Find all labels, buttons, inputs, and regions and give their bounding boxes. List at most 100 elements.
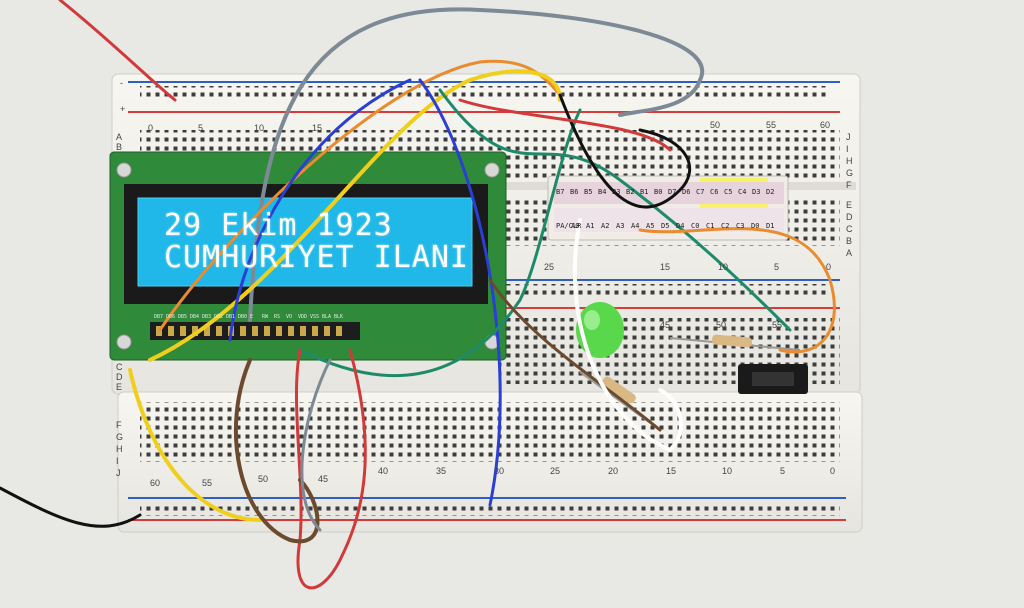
row-letter-left-f: F	[116, 420, 122, 430]
io-label-top: C7	[696, 188, 705, 196]
row-letter-right-f: F	[846, 180, 852, 190]
rail-minus-label: -	[120, 78, 123, 88]
row-letter-right-b: B	[846, 236, 853, 246]
io-label-bottom: C1	[706, 222, 715, 230]
io-label-bottom: PA/CLR	[556, 222, 582, 230]
col-number-mid-0: 25	[544, 262, 555, 272]
row-letter-right-h: H	[846, 156, 853, 166]
io-label-bottom: D5	[661, 222, 670, 230]
io-label-top: B6	[570, 188, 579, 196]
io-label-top: D3	[752, 188, 761, 196]
io-label-top: D7	[668, 188, 677, 196]
jumper-wires	[0, 0, 836, 590]
io-label-top: D6	[682, 188, 691, 196]
row-letter-left-d: D	[116, 372, 123, 382]
col-number-mid-2: 10	[718, 262, 729, 272]
col-number-bottom-8: 20	[608, 466, 619, 476]
io-label-bottom: A4	[631, 222, 640, 230]
lcd-pin-label: DB4	[190, 314, 200, 320]
col-number-top-5: 55	[766, 120, 777, 130]
row-letter-right-d: D	[846, 212, 853, 222]
lcd-pin-label: VSS	[310, 314, 320, 320]
lcd-pin-label: BLK	[334, 314, 344, 320]
col-number-bottom-10: 10	[722, 466, 733, 476]
lcd-pin-label: DB5	[178, 314, 188, 320]
lcd-pin-label: DB7	[154, 314, 164, 320]
io-label-bottom: C3	[736, 222, 745, 230]
col-number-bottom-11: 5	[780, 466, 786, 476]
rail-plus-label: +	[120, 104, 126, 114]
row-letter-right-g: G	[846, 168, 854, 178]
col-number-bottom-7: 25	[550, 466, 561, 476]
io-label-bottom: D1	[766, 222, 775, 230]
lcd-pin-label: DB6	[166, 314, 176, 320]
row-letter-right-c: C	[846, 224, 853, 234]
row-letter-right-e: E	[846, 200, 853, 210]
lcd-pin-label: VDD	[298, 314, 308, 320]
io-label-top: B2	[626, 188, 635, 196]
col-number-top-2: 10	[254, 123, 265, 133]
col-number-top-1: 5	[198, 123, 204, 133]
green-led	[576, 302, 624, 358]
io-label-bottom: C2	[721, 222, 730, 230]
io-label-top: B5	[584, 188, 593, 196]
push-button	[738, 364, 808, 394]
io-label-top: B3	[612, 188, 621, 196]
row-letter-left-g: G	[116, 432, 124, 442]
io-label-top: C6	[710, 188, 719, 196]
col-number-bottom-9: 15	[666, 466, 677, 476]
io-label-bottom: A1	[586, 222, 595, 230]
col-number-mid2-2: 55	[772, 320, 783, 330]
lcd-pin-label: DB3	[202, 314, 212, 320]
row-letter-left-b: B	[116, 142, 123, 152]
row-letter-left-j: J	[116, 468, 121, 478]
row-letter-left-h: H	[116, 444, 123, 454]
col-number-mid2-0: 45	[660, 320, 671, 330]
col-number-top-3: 15	[312, 123, 323, 133]
io-label-bottom: C0	[691, 222, 700, 230]
io-module	[547, 175, 789, 241]
lcd-pin-label: E	[250, 314, 254, 320]
col-number-bottom-12: 0	[830, 466, 836, 476]
lcd-line-2: CUMHURIYET ILANI	[164, 240, 469, 275]
lcd-pin-label: RW	[262, 314, 269, 320]
col-number-bottom-1: 55	[202, 478, 213, 488]
lcd-line-1: 29 Ekim 1923	[164, 208, 393, 243]
io-label-top: D2	[766, 188, 775, 196]
io-label-top: B7	[556, 188, 565, 196]
io-label-bottom: A3	[616, 222, 625, 230]
io-label-bottom: A2	[601, 222, 610, 230]
col-number-bottom-2: 50	[258, 474, 269, 484]
col-number-mid-4: 0	[826, 262, 832, 272]
lcd-pin-label: DB1	[226, 314, 236, 320]
col-number-bottom-3: 45	[318, 474, 329, 484]
breadboard-bottom	[117, 391, 863, 533]
row-letter-left-a: A	[116, 132, 123, 142]
col-number-bottom-4: 40	[378, 466, 389, 476]
lcd-pin-label: BLA	[322, 314, 332, 320]
col-number-bottom-5: 35	[436, 466, 447, 476]
io-label-bottom: D0	[751, 222, 760, 230]
io-label-bottom: D4	[676, 222, 685, 230]
row-letter-left-c: C	[116, 362, 123, 372]
col-number-bottom-0: 60	[150, 478, 161, 488]
io-label-bottom: A0	[571, 222, 580, 230]
col-number-top-0: 0	[148, 123, 154, 133]
lcd-pin-label: RS	[274, 314, 281, 320]
io-label-top: B0	[654, 188, 663, 196]
io-label-top: B1	[640, 188, 649, 196]
io-label-top: B4	[598, 188, 607, 196]
row-letter-right-a: A	[846, 248, 853, 258]
row-letter-left-e: E	[116, 382, 123, 392]
io-label-top: C4	[738, 188, 747, 196]
row-letter-right-i: I	[846, 144, 849, 154]
lcd-module	[109, 151, 507, 361]
lcd-pin-label: VO	[286, 314, 293, 320]
col-number-mid2-1: 50	[716, 320, 727, 330]
row-letter-right-j: J	[846, 132, 851, 142]
lcd-pin-label: DB0	[238, 314, 248, 320]
io-label-bottom: A5	[646, 222, 655, 230]
lcd-pin-label: DB2	[214, 314, 224, 320]
col-number-mid-3: 5	[774, 262, 780, 272]
